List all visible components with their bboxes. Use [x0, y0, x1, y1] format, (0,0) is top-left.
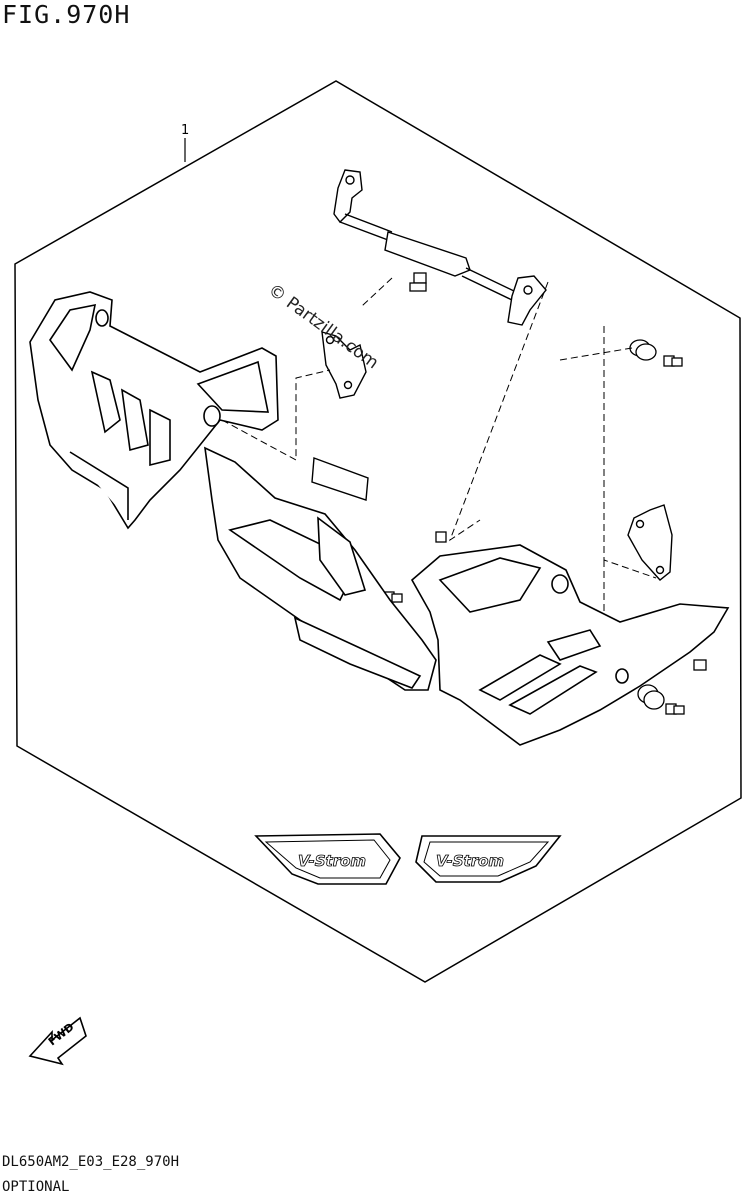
forward-arrow-icon: FWD [28, 1016, 87, 1066]
spacer-upper [629, 339, 683, 367]
right-engine-guard [410, 544, 730, 746]
kit-outline [14, 80, 742, 983]
emblem-left-text: V-Strom [298, 852, 366, 870]
leader-lines [221, 277, 657, 612]
center-skid-plate [204, 446, 437, 691]
bolt-top [409, 272, 427, 292]
mounting-bar [333, 169, 547, 326]
spacer-lower [637, 659, 707, 715]
left-bracket [321, 331, 367, 399]
footer-note: OPTIONAL [2, 1179, 70, 1195]
figure-title: FIG.970H [2, 0, 131, 29]
emblem-right: V-Strom [415, 835, 562, 883]
callout-number: 1 [181, 123, 189, 138]
emblem-left: V-Strom [254, 833, 401, 885]
model-code: DL650AM2_E03_E28_970H [2, 1154, 180, 1170]
emblem-right-text: V-Strom [436, 852, 504, 870]
rubber-pad [311, 457, 369, 501]
left-engine-guard [29, 291, 279, 530]
right-bracket [627, 504, 673, 581]
